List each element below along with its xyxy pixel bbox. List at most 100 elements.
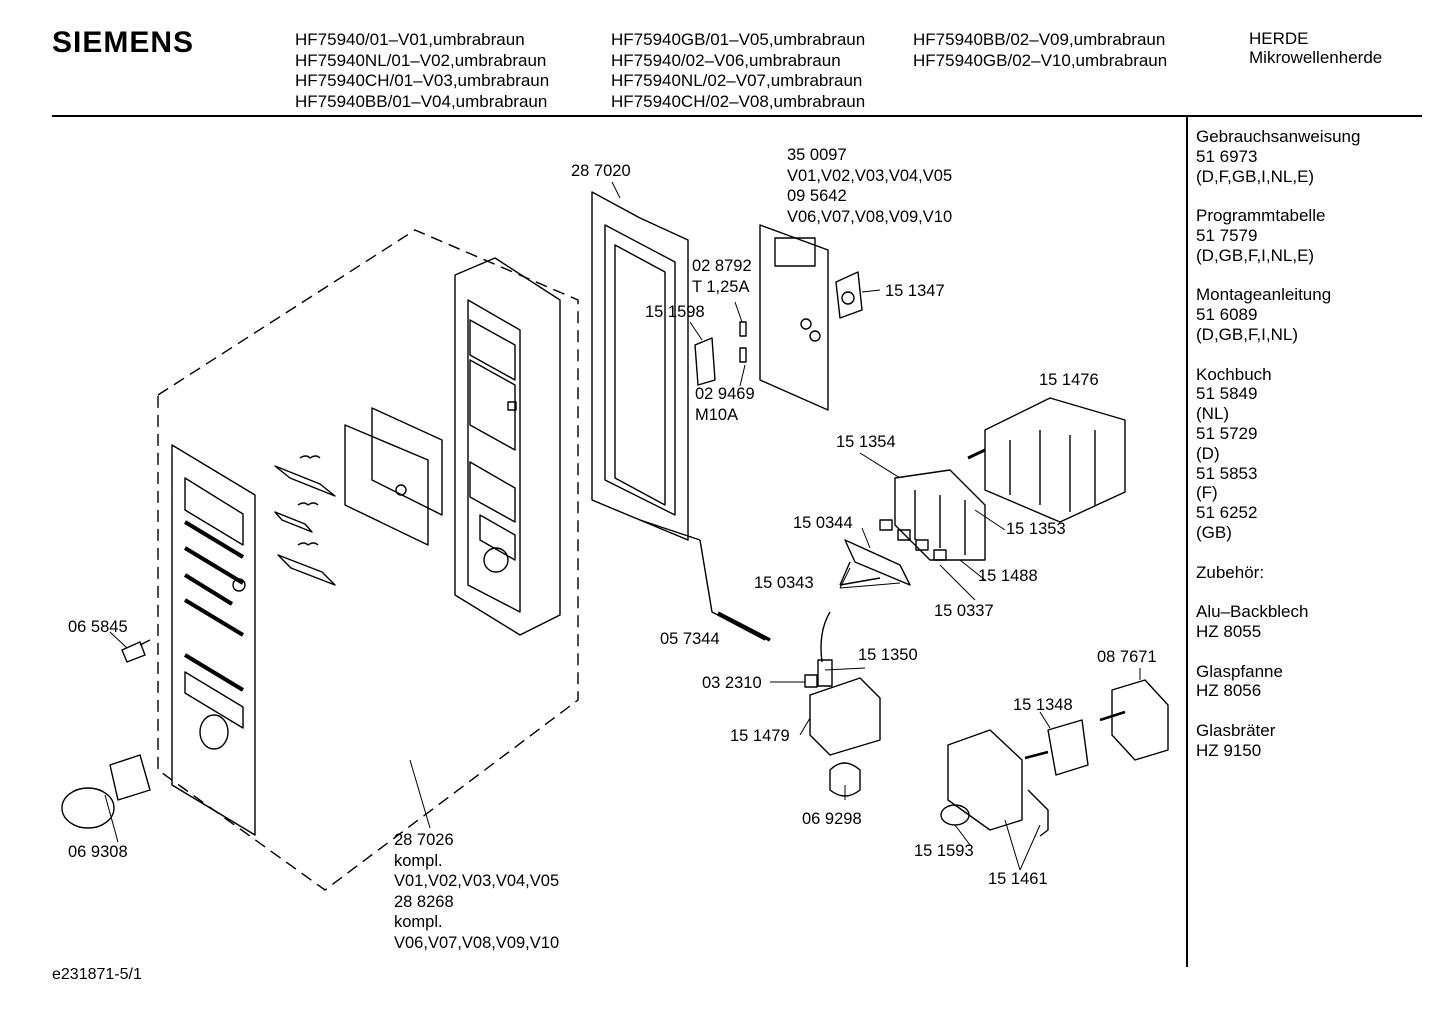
bracket-cap — [940, 804, 970, 826]
part-label: 02 9469 — [695, 385, 755, 403]
part-note: kompl. — [394, 913, 443, 932]
part-label: 35 0097 — [787, 146, 847, 164]
push-bars — [839, 539, 911, 586]
part-label: 15 1593 — [914, 842, 974, 860]
control-housing-frame — [591, 191, 701, 541]
doc-title: Glaspfanne — [1196, 661, 1283, 681]
model-item: HF75940CH/02–V08,umbrabraun — [611, 91, 866, 111]
category-label: HERDE Mikrowellenherde — [1249, 29, 1382, 67]
doc-block: Gebrauchsanweisung 51 6973 (D,F,GB,I,NL,… — [1196, 127, 1360, 186]
doc-title: Gebrauchsanweisung — [1196, 127, 1361, 146]
doc-block: Glaspfanne HZ 8056 — [1196, 662, 1360, 702]
lamp-socket — [829, 762, 861, 797]
part-label: 15 1354 — [836, 433, 896, 451]
part-variant: V06,V07,V08,V09,V10 — [787, 207, 953, 226]
header-divider — [52, 115, 1422, 117]
panel-frame — [454, 257, 561, 636]
part-label: 15 1488 — [978, 567, 1038, 585]
part-variant: V01,V02,V03,V04,V05 — [394, 872, 560, 891]
part-label: 08 7671 — [1097, 648, 1157, 666]
switch-bracket — [894, 469, 986, 561]
doc-line: 51 6089 — [1196, 305, 1258, 325]
part-variant: V01,V02,V03,V04,V05 — [787, 166, 953, 185]
doc-line: HZ 8056 — [1196, 681, 1262, 701]
front-control-panel — [171, 444, 256, 836]
button-keys — [274, 455, 336, 586]
model-item: HF75940/02–V06,umbrabraun — [611, 50, 841, 70]
part-label-group: 02 8792 T 1,25A — [692, 256, 752, 297]
doc-block: Programmtabelle 51 7579 (D,GB,F,I,NL,E) — [1196, 206, 1360, 265]
doc-block: Glasbräter HZ 9150 — [1196, 721, 1360, 761]
doc-line: 51 7579 — [1196, 225, 1258, 245]
doc-title: Zubehör: — [1196, 562, 1265, 582]
part-label: 09 5642 — [787, 187, 847, 206]
part-label: 03 2310 — [702, 674, 762, 692]
doc-line: (NL) — [1196, 404, 1230, 424]
part-label: 15 1476 — [1039, 371, 1099, 389]
part-label: 15 1353 — [1006, 520, 1066, 538]
part-label: 15 1350 — [858, 646, 918, 664]
sidebar-divider — [1186, 117, 1188, 967]
doc-title: Montageanleitung — [1196, 285, 1332, 305]
part-label-group: 35 0097 V01,V02,V03,V04,V05 09 5642 V06,… — [787, 145, 952, 227]
model-list-col3: HF75940BB/02–V09,umbrabraun HF75940GB/02… — [913, 30, 1167, 71]
category-line: HERDE — [1249, 29, 1309, 48]
part-label: 28 7020 — [571, 162, 631, 180]
timer-motor — [1099, 679, 1169, 761]
doc-line: 51 6252 — [1196, 503, 1258, 523]
part-label: 28 7026 — [394, 831, 454, 849]
doc-line: (GB) — [1196, 522, 1232, 542]
doc-title: Alu–Backblech — [1196, 602, 1309, 622]
part-label: 15 1479 — [730, 727, 790, 745]
fuse-parts — [694, 321, 747, 386]
model-item: HF75940NL/01–V02,umbrabraun — [295, 50, 547, 70]
part-label: 06 5845 — [68, 618, 128, 636]
doc-block: Kochbuch 51 5849 (NL) 51 5729 (D) 51 585… — [1196, 365, 1360, 543]
part-label-group: 02 9469 M10A — [695, 384, 755, 425]
mains-terminal-block — [804, 611, 881, 756]
part-label: 02 8792 — [692, 257, 752, 275]
sensor-cable — [699, 539, 771, 642]
drawing-id: e231871-5/1 — [52, 966, 142, 983]
mounting-bracket — [947, 729, 1049, 837]
exploded-parts-drawing — [61, 181, 1169, 891]
part-label: 06 9308 — [68, 843, 128, 861]
model-item: HF75940GB/02–V10,umbrabraun — [913, 50, 1168, 70]
leader-lines — [104, 181, 1141, 871]
doc-line: (D,GB,F,I,NL,E) — [1196, 245, 1315, 265]
doc-line: 51 5849 — [1196, 384, 1258, 404]
rotary-encoder — [835, 271, 863, 319]
model-item: HF75940GB/01–V05,umbrabraun — [611, 30, 866, 49]
part-variant: V06,V07,V08,V09,V10 — [394, 933, 560, 952]
part-label-group: 28 7026 kompl. V01,V02,V03,V04,V05 28 82… — [394, 830, 559, 954]
part-label: 06 9298 — [802, 810, 862, 828]
doc-block: Montageanleitung 51 6089 (D,GB,F,I,NL) — [1196, 285, 1360, 344]
part-label: 15 0343 — [754, 574, 814, 592]
doc-title: Kochbuch — [1196, 364, 1272, 384]
doc-line: 51 5729 — [1196, 423, 1258, 443]
model-list-col2: HF75940GB/01–V05,umbrabraun HF75940/02–V… — [611, 30, 865, 112]
doc-line: 51 6973 — [1196, 146, 1258, 166]
part-label: 28 8268 — [394, 892, 454, 911]
model-item: HF75940BB/01–V04,umbrabraun — [295, 91, 548, 111]
part-label: 15 1347 — [885, 282, 945, 300]
part-label: 15 0344 — [793, 514, 853, 532]
doc-title: Glasbräter — [1196, 720, 1276, 740]
doc-line: 51 5853 — [1196, 463, 1258, 483]
doc-line: (D) — [1196, 443, 1220, 463]
doc-line: (D,GB,F,I,NL) — [1196, 324, 1299, 344]
key-frame-plates — [344, 407, 443, 546]
control-pcb — [759, 224, 829, 411]
part-note: kompl. — [394, 851, 443, 870]
part-label: 15 1461 — [988, 870, 1048, 888]
micro-switches — [879, 519, 947, 561]
potentiometer — [1024, 719, 1089, 776]
part-label: 05 7344 — [660, 630, 720, 648]
part-label: 15 0337 — [934, 602, 994, 620]
brand-logo: SIEMENS — [52, 26, 195, 59]
part-label: 15 1598 — [645, 303, 705, 321]
doc-line: HZ 9150 — [1196, 740, 1262, 760]
doc-title: Programmtabelle — [1196, 206, 1326, 226]
model-item: HF75940CH/01–V03,umbrabraun — [295, 71, 550, 90]
relay-block — [967, 397, 1126, 523]
